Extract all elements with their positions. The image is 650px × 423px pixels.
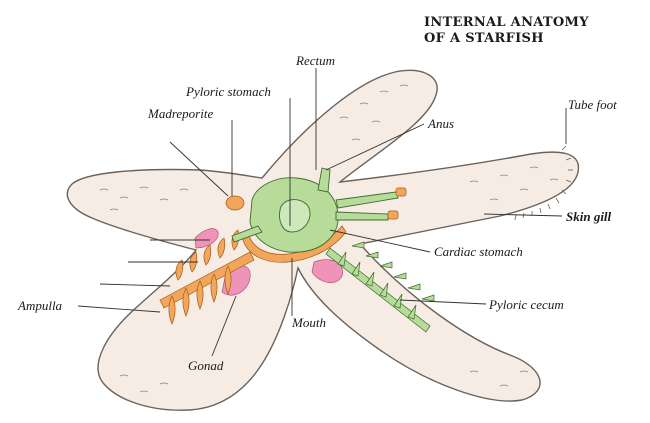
central-stomach — [231, 167, 399, 253]
leader-lines — [77, 68, 567, 357]
cross-line-c — [99, 283, 171, 287]
label-cardiac-stomach: Cardiac stomach — [434, 244, 523, 259]
ampullae — [159, 229, 255, 325]
label-mouth: Mouth — [292, 315, 326, 330]
skin-speckles — [99, 84, 559, 393]
label-pyloric-cecum: Pyloric cecum — [489, 297, 564, 312]
madreporite-leader-2 — [169, 141, 229, 197]
label-madreporite: Madreporite — [148, 106, 214, 121]
anus-leader — [325, 123, 425, 171]
diagram-title: INTERNAL ANATOMY OF A STARFISH — [424, 15, 624, 47]
label-gonad: Gonad — [188, 358, 224, 373]
label-ampulla: Ampulla — [18, 298, 63, 313]
title-line-2: OF A STARFISH — [424, 31, 544, 46]
label-anus: Anus — [428, 116, 454, 131]
title-line-1: INTERNAL ANATOMY — [424, 15, 589, 30]
pyloric-ceca — [325, 241, 435, 333]
intestinal-tubes — [387, 187, 407, 220]
label-tube-foot: Tube foot — [568, 97, 617, 112]
gonad-leader — [211, 295, 237, 357]
cardiac-stomach-leader — [329, 229, 431, 253]
label-skin-gill: Skin gill — [566, 209, 612, 224]
ampulla-leader — [77, 305, 161, 313]
label-rectum: Rectum — [296, 53, 335, 68]
label-pyloric-stomach: Pyloric stomach — [186, 84, 271, 99]
skin-gill-leader — [483, 213, 563, 217]
tube-feet — [514, 145, 573, 221]
water-vascular-ring — [225, 195, 347, 263]
pyloric-cecum-leader — [399, 299, 487, 305]
